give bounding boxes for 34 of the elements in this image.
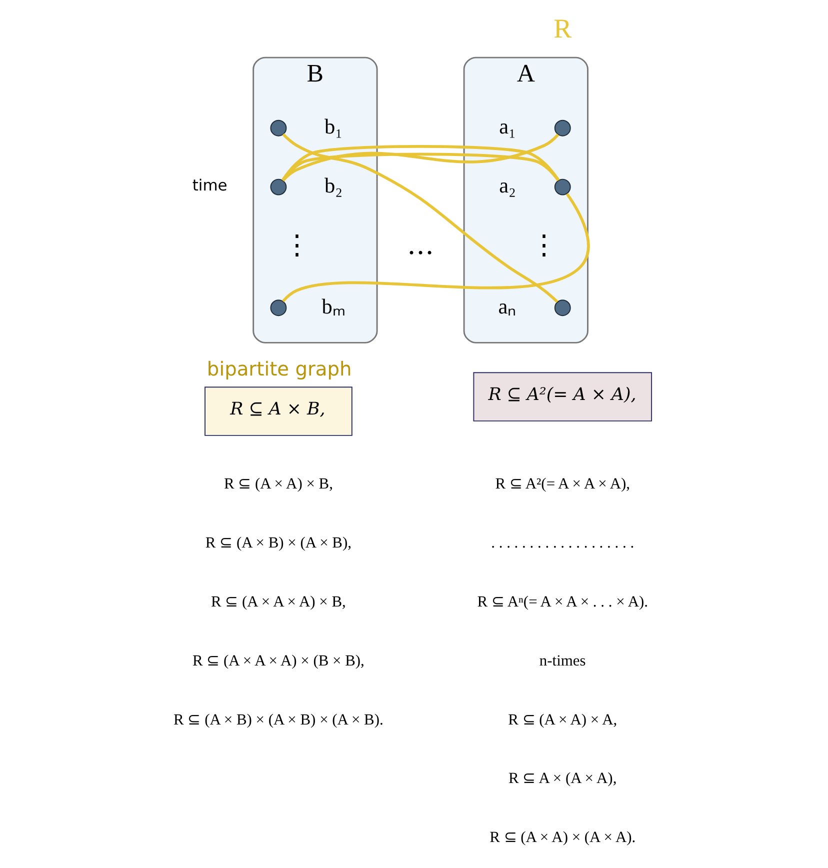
connector [281,192,590,302]
node-circle [554,178,570,196]
node-label: b₂ [324,173,342,198]
label: n-times [538,652,586,670]
node-label: bₘ [321,294,345,318]
label: R [553,14,572,44]
node-label: aₙ [498,294,516,318]
node-circle [270,178,286,196]
label: R ⊆ (A × B) × (A × B) × (A × B). [173,711,383,728]
label: R ⊆ A × (A × A), [508,770,616,788]
node-label: bipartite graph [206,358,352,381]
label: ⋮ [282,230,310,262]
label: R ⊆ (A × A × A) × (B × B), [192,652,364,670]
node-label: a₁ [498,114,516,139]
label: R ⊆ (A × A) × (A × A). [489,829,636,846]
connector [282,133,558,303]
label: R ⊆ Aⁿ(= A × A × . . . × A). [476,593,648,610]
connector [280,145,560,182]
node-circle [270,120,286,136]
node-circle [270,300,286,316]
connector [281,134,559,182]
label: … [406,230,434,262]
node-label: a₂ [498,173,516,198]
node-circle [554,300,570,316]
node-circle [554,120,570,136]
label: . . . . . . . . . . . . . . . . . . . [490,534,634,552]
node-label: b₁ [324,114,342,139]
label: R ⊆ (A × B) × (A × B), [204,534,351,552]
label: ⋮ [530,230,558,262]
label: R ⊆ A²(= A × A × A), [494,475,630,492]
label: R ⊆ (A × A × A) × B, [210,593,346,610]
label: R ⊆ (A × A) × A, [508,711,617,728]
label: R ⊆ (A × A) × B, [223,475,332,492]
label: time [192,176,227,195]
